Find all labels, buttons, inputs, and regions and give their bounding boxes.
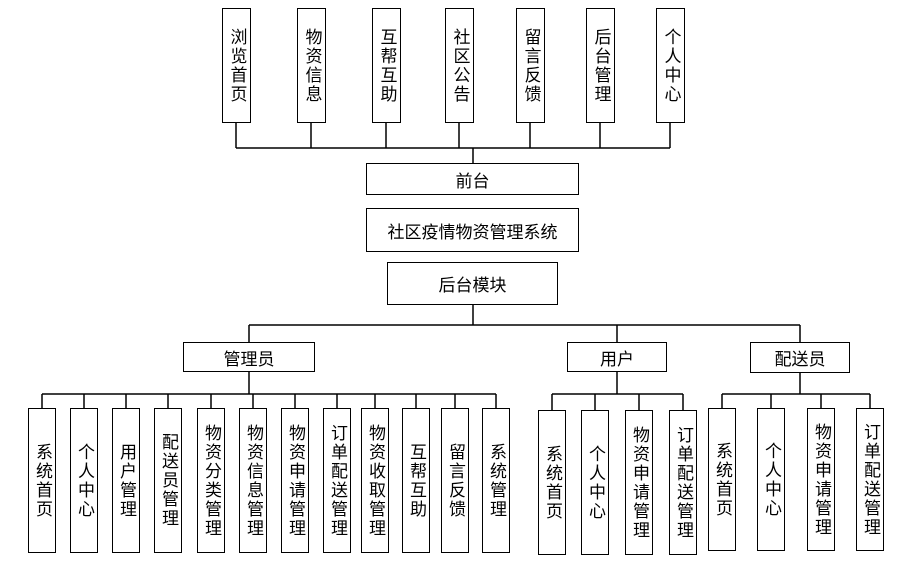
front-module-label: 留言反馈 (520, 27, 541, 104)
admin-item-label: 留言反馈 (445, 442, 465, 519)
admin-item-label: 系统首页 (32, 442, 52, 519)
delivery-item-label: 个人中心 (761, 441, 781, 518)
admin-item-label: 系统管理 (486, 442, 506, 519)
user-item: 系统首页 (538, 410, 566, 555)
admin-item: 物资申请管理 (281, 408, 309, 553)
front-module-label: 个人中心 (660, 27, 681, 104)
front-module-feedback: 留言反馈 (516, 8, 545, 123)
front-module-label: 社区公告 (449, 27, 470, 104)
admin-item: 系统管理 (482, 408, 510, 553)
delivery-item: 个人中心 (757, 408, 785, 551)
admin-item: 用户管理 (112, 408, 140, 553)
admin-item-label: 互帮互助 (406, 442, 426, 519)
user-item-label: 订单配送管理 (673, 425, 693, 540)
front-module-community-notice: 社区公告 (445, 8, 474, 123)
admin-item-label: 物资收取管理 (365, 423, 385, 538)
role-delivery: 配送员 (750, 342, 850, 373)
role-label: 用户 (600, 349, 634, 370)
admin-item-label: 个人中心 (74, 442, 94, 519)
user-item: 订单配送管理 (669, 410, 697, 555)
admin-item: 物资分类管理 (197, 408, 225, 553)
front-module-supply-info: 物资信息 (297, 8, 326, 123)
front-module-backend-admin: 后台管理 (586, 8, 615, 123)
user-item-label: 系统首页 (542, 444, 562, 521)
admin-item: 订单配送管理 (323, 408, 351, 553)
delivery-item: 系统首页 (708, 408, 736, 551)
front-module-label: 后台管理 (590, 27, 611, 104)
admin-item: 物资信息管理 (239, 408, 267, 553)
admin-item: 物资收取管理 (361, 408, 389, 553)
user-item-label: 物资申请管理 (629, 425, 649, 540)
delivery-item: 订单配送管理 (856, 408, 884, 551)
front-node: 前台 (366, 163, 579, 195)
role-label: 管理员 (223, 349, 275, 370)
user-item: 个人中心 (581, 410, 609, 555)
role-admin: 管理员 (183, 342, 315, 372)
role-user: 用户 (567, 342, 667, 372)
admin-item: 系统首页 (28, 408, 56, 553)
delivery-item-label: 物资申请管理 (811, 422, 831, 537)
admin-item: 个人中心 (70, 408, 98, 553)
admin-item-label: 物资信息管理 (243, 423, 263, 538)
backend-node-label: 后台模块 (438, 276, 507, 296)
admin-item-label: 用户管理 (116, 442, 136, 519)
delivery-item-label: 系统首页 (712, 441, 732, 518)
admin-item-label: 物资分类管理 (201, 423, 221, 538)
front-module-label: 物资信息 (301, 27, 322, 104)
user-item-label: 个人中心 (585, 444, 605, 521)
admin-item: 留言反馈 (441, 408, 469, 553)
delivery-item-label: 订单配送管理 (860, 422, 880, 537)
front-module-personal-center: 个人中心 (656, 8, 685, 123)
front-module-label: 浏览首页 (226, 27, 247, 104)
system-node-label: 社区疫情物资管理系统 (387, 222, 558, 243)
admin-item-label: 订单配送管理 (327, 423, 347, 538)
delivery-item: 物资申请管理 (807, 408, 835, 551)
backend-node: 后台模块 (387, 262, 558, 305)
front-node-label: 前台 (455, 171, 490, 192)
front-module-browse-home: 浏览首页 (222, 8, 251, 123)
system-node: 社区疫情物资管理系统 (366, 208, 579, 252)
admin-item: 配送员管理 (154, 408, 182, 553)
admin-item-label: 配送员管理 (158, 433, 178, 528)
front-module-mutual-help: 互帮互助 (372, 8, 401, 123)
user-item: 物资申请管理 (625, 410, 653, 555)
admin-item: 互帮互助 (402, 408, 430, 553)
admin-item-label: 物资申请管理 (285, 423, 305, 538)
front-module-label: 互帮互助 (376, 27, 397, 104)
role-label: 配送员 (774, 350, 826, 370)
